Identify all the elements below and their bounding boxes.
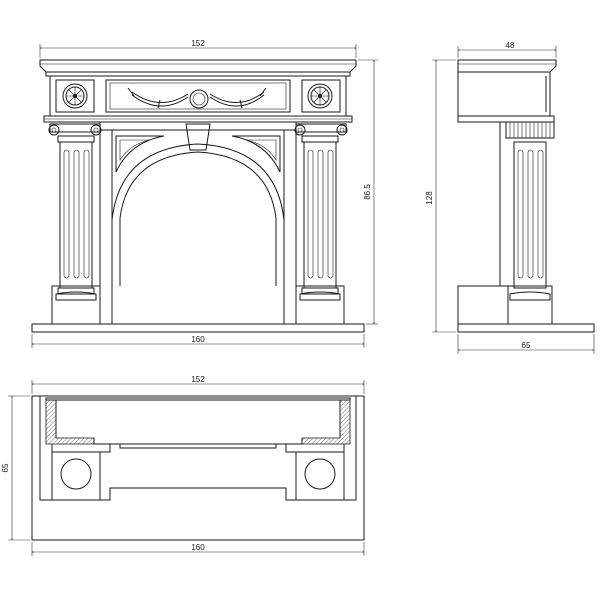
right-column [294,123,348,325]
plan-width-top-label: 152 [191,375,205,384]
hearth-base [31,323,365,333]
arch-opening [99,122,297,324]
side-depth-top-label: 48 [506,41,515,50]
plan-view: 152 160 65 [1,375,365,556]
left-column [48,123,102,325]
garland-ornament-icon [127,87,267,109]
plan-depth-label: 65 [1,463,10,472]
front-width-base-label: 160 [191,335,205,344]
front-width-top-label: 152 [191,39,205,48]
front-view: 152 160 86.5 [31,39,378,348]
side-depth-base-label: 65 [522,341,531,350]
rosette-right-icon [307,83,333,109]
side-view: 48 128 65 [425,41,595,354]
side-dimensions: 48 128 65 [425,41,594,354]
plan-dimensions: 152 160 65 [1,375,364,556]
rosette-left-icon [62,83,88,109]
front-height-label: 86.5 [363,184,372,200]
plan-width-base-label: 160 [191,543,205,552]
front-dimensions: 152 160 86.5 [32,39,378,348]
side-height-label: 128 [425,191,434,205]
